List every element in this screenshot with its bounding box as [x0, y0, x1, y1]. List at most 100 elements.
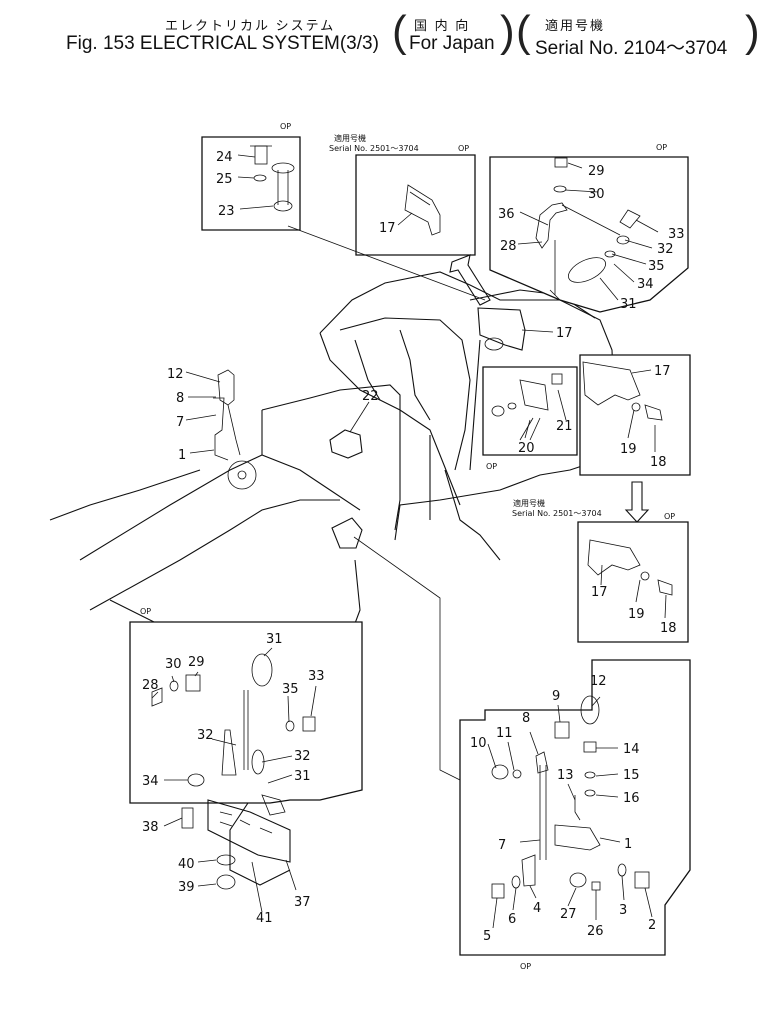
- callout-4: 4: [533, 901, 541, 916]
- callout-37: 37: [294, 895, 311, 910]
- inset-box-bracket: 適用号機 Serial No. 2501～3704 OP: [329, 133, 476, 256]
- mount-plate: [331, 517, 363, 549]
- callout-21: 21: [556, 419, 573, 434]
- op-label: OP: [486, 462, 497, 471]
- op-label: OP: [520, 962, 531, 971]
- callout-1: 1: [624, 837, 632, 852]
- callout-numbers: 1 2 3 4 5 6 7 8 9 10 11 12 13 14 15 16 1…: [142, 150, 685, 944]
- op-label: OP: [280, 122, 291, 131]
- callout-6: 6: [508, 912, 516, 927]
- callout-18: 18: [650, 455, 667, 470]
- callout-7: 7: [498, 838, 506, 853]
- serial-japanese: 適用号機: [545, 18, 606, 33]
- inset-box-mirror: OP: [489, 143, 689, 313]
- title-japanese: エレクトリカル システム: [165, 18, 336, 33]
- callout-38: 38: [142, 820, 159, 835]
- bracket-17-mounted: [477, 307, 526, 351]
- callout-9: 9: [552, 689, 560, 704]
- title-domestic-japanese: 国 内 向: [414, 18, 471, 33]
- callout-31: 31: [620, 297, 637, 312]
- callout-13: 13: [557, 768, 574, 783]
- inset-box-lower-left: OP: [129, 607, 363, 816]
- paren-left-2: (: [516, 7, 531, 56]
- callout-35: 35: [648, 259, 665, 274]
- callout-32: 32: [294, 749, 311, 764]
- callout-17: 17: [556, 326, 573, 341]
- callout-31: 31: [294, 769, 311, 784]
- callout-11: 11: [496, 726, 513, 741]
- callout-41: 41: [256, 911, 273, 926]
- callout-1: 1: [178, 448, 186, 463]
- callout-7: 7: [176, 415, 184, 430]
- callout-17: 17: [379, 221, 396, 236]
- inset-box-bracket-right: [579, 354, 691, 476]
- callout-29: 29: [588, 164, 605, 179]
- op-label: OP: [140, 607, 151, 616]
- paren-left-1: (: [392, 7, 407, 56]
- callout-29: 29: [188, 655, 205, 670]
- callout-33: 33: [668, 227, 685, 242]
- switch-assembly-left: [213, 369, 257, 490]
- leader-horn: [287, 225, 486, 301]
- down-arrow: [624, 481, 650, 523]
- for-japan-label: For Japan: [409, 33, 495, 54]
- inset-box-bolts: OP: [482, 366, 578, 471]
- callout-23: 23: [218, 204, 235, 219]
- callout-8: 8: [522, 711, 530, 726]
- op-label: OP: [458, 144, 469, 153]
- applicable-japanese: 適用号機: [334, 133, 366, 143]
- callout-28: 28: [142, 678, 159, 693]
- callout-12: 12: [167, 367, 184, 382]
- callout-3: 3: [619, 903, 627, 918]
- figure-title: Fig. 153 ELECTRICAL SYSTEM(3/3): [66, 33, 379, 54]
- callout-33: 33: [308, 669, 325, 684]
- callout-17: 17: [654, 364, 671, 379]
- callout-32: 32: [657, 242, 674, 257]
- op-label: OP: [656, 143, 667, 152]
- callout-34: 34: [637, 277, 654, 292]
- inset-box-bracket-lower: 適用号機 Serial No. 2501～3704 OP: [512, 498, 689, 643]
- switch-panel: [181, 799, 291, 890]
- callout-40: 40: [178, 857, 195, 872]
- callout-18: 18: [660, 621, 677, 636]
- callout-30: 30: [165, 657, 182, 672]
- callout-24: 24: [216, 150, 233, 165]
- seat-part-22: [329, 429, 363, 459]
- serial-range-label: Serial No. 2501～3704: [329, 144, 419, 153]
- callout-5: 5: [483, 929, 491, 944]
- callout-19: 19: [620, 442, 637, 457]
- callout-25: 25: [216, 172, 233, 187]
- callout-27: 27: [560, 907, 577, 922]
- applicable-japanese: 適用号機: [513, 498, 545, 508]
- callout-19: 19: [628, 607, 645, 622]
- callout-36: 36: [498, 207, 515, 222]
- callout-30: 30: [588, 187, 605, 202]
- callout-15: 15: [623, 768, 640, 783]
- callout-16: 16: [623, 791, 640, 806]
- serial-range-title: Serial No. 2104～3704: [535, 38, 728, 59]
- callout-20: 20: [518, 441, 535, 456]
- callout-39: 39: [178, 880, 195, 895]
- callout-8: 8: [176, 391, 184, 406]
- direction-arrow: [449, 254, 491, 306]
- inset-box-horn: OP: [201, 122, 301, 231]
- op-label: OP: [664, 512, 675, 521]
- callout-32: 32: [197, 728, 214, 743]
- callout-2: 2: [648, 918, 656, 933]
- callout-31: 31: [266, 632, 283, 647]
- callout-28: 28: [500, 239, 517, 254]
- paren-right-2: ): [745, 7, 760, 56]
- callout-14: 14: [623, 742, 640, 757]
- serial-range-label: Serial No. 2501～3704: [512, 509, 602, 518]
- callout-34: 34: [142, 774, 159, 789]
- callout-10: 10: [470, 736, 487, 751]
- callout-26: 26: [587, 924, 604, 939]
- paren-right-1: ): [500, 7, 515, 56]
- callout-22: 22: [362, 389, 379, 404]
- callout-numbers-repeat: 17 17 17 19 18 28 30 29 31 35 33 32 32 3…: [142, 239, 677, 853]
- callout-leaders: [151, 162, 667, 929]
- callout-17: 17: [591, 585, 608, 600]
- callout-12: 12: [590, 674, 607, 689]
- callout-35: 35: [282, 682, 299, 697]
